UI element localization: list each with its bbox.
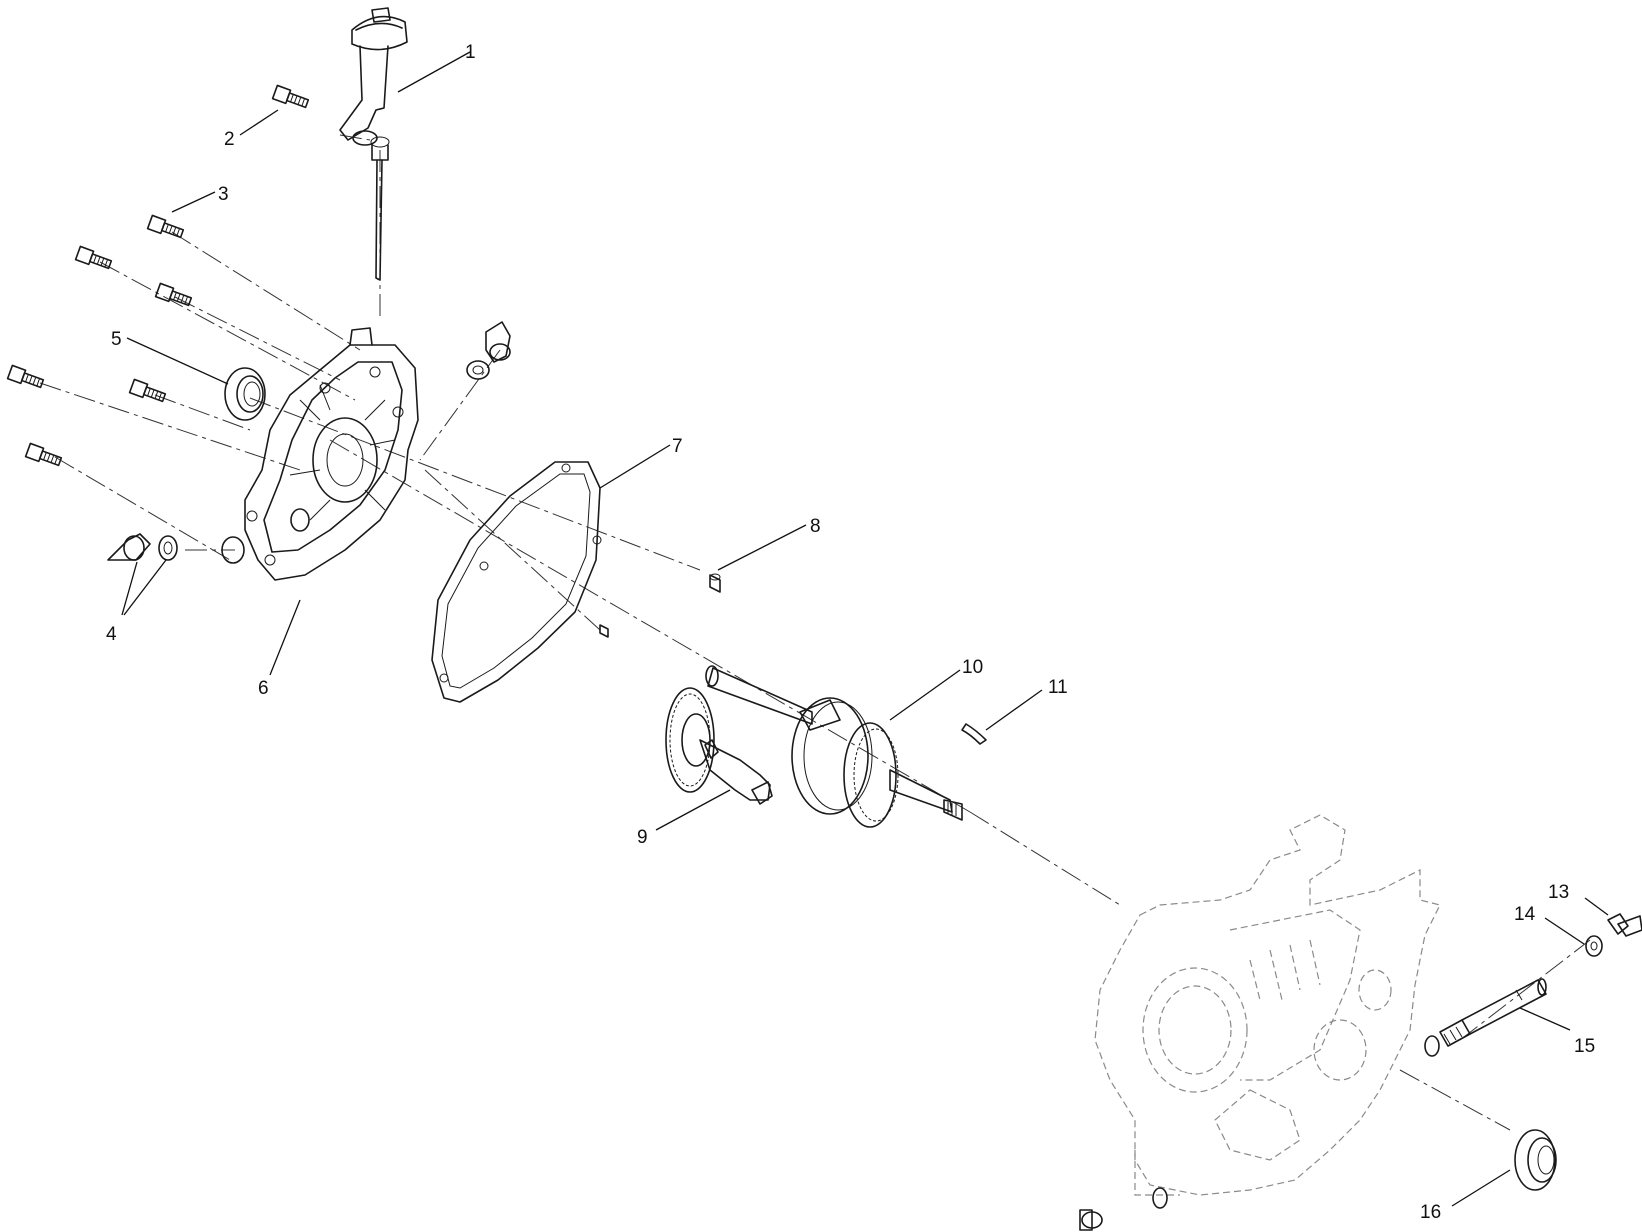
gasket-part [431,461,602,703]
woodruff-key-part [961,723,987,745]
callout-13: 13 [1548,882,1569,903]
callout-3: 3 [218,184,229,205]
callout-5: 5 [111,329,122,350]
crankcase-block-ghost [1094,814,1441,1196]
callout-14: 14 [1514,904,1536,925]
filler-plug-part [466,321,511,380]
callout-8: 8 [810,516,821,537]
callout-1: 1 [465,42,476,63]
callout-11: 11 [1048,677,1068,698]
callout-15: 15 [1574,1036,1595,1057]
callout-7: 7 [672,436,683,457]
dowel-pin-part [599,573,721,638]
callout-leaders [121,51,1609,1207]
callout-2: 2 [224,129,235,150]
crankcase-cover-part [221,327,419,581]
crankshaft-part [705,665,963,828]
oil-seal-part [224,367,266,421]
callout-4: 4 [106,624,117,645]
assembly-axes [39,134,1591,1131]
callout-10: 10 [962,657,983,678]
callout-6: 6 [258,678,269,699]
callout-labels: 1 2 3 4 5 6 7 8 9 10 11 13 14 15 16 [106,42,1595,1223]
camshaft-part [665,687,773,805]
callout-9: 9 [637,827,648,848]
bolt-parts [6,84,310,467]
governor-shaft-part [1424,978,1547,1057]
drain-plug-part [107,533,178,561]
dipstick-part [339,7,408,281]
oil-seal-rear-part [1514,1129,1557,1191]
governor-bolt-part [1585,913,1642,957]
block-bolt-part [1079,1187,1168,1231]
callout-16: 16 [1420,1202,1441,1223]
